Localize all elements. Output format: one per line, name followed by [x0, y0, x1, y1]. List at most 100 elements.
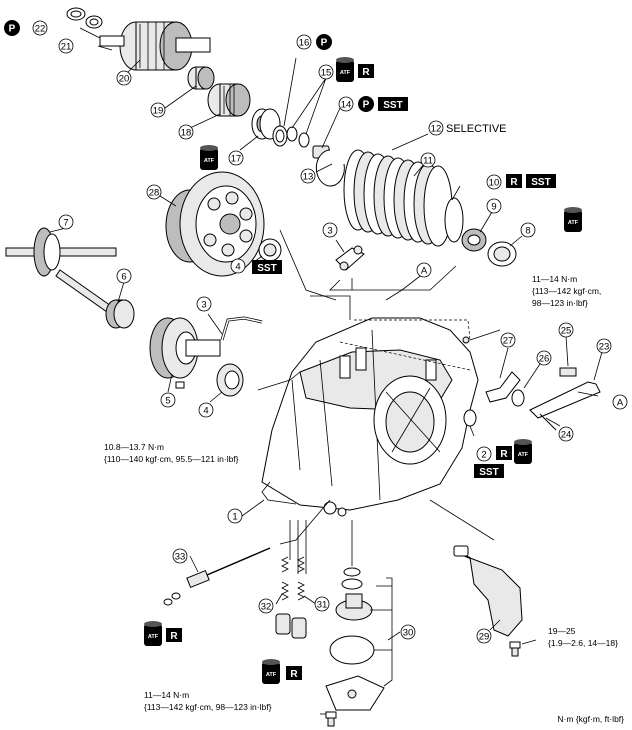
bolt-bottom-right: [509, 641, 521, 657]
svg-text:R: R: [170, 631, 178, 642]
svg-text:32: 32: [261, 602, 272, 613]
svg-text:11: 11: [423, 156, 433, 167]
svg-text:R: R: [500, 449, 508, 460]
bearing-9: [461, 228, 487, 252]
callout-27: 27: [500, 332, 516, 348]
gear-18: [207, 83, 251, 117]
callout-8: 8: [520, 222, 536, 238]
svg-text:9: 9: [491, 202, 496, 213]
callout-2: 2: [476, 446, 492, 462]
svg-text:ATF: ATF: [266, 672, 277, 678]
torque-right-line1: 19—25: [548, 626, 576, 636]
oil-pipe-3-lower: [220, 316, 263, 341]
p-badge-22: P: [4, 20, 20, 36]
callout-4-lower: 4: [198, 402, 214, 418]
torque-left-line2: {110—140 kgf·cm, 95.5—121 in·lbf}: [104, 454, 239, 464]
svg-text:23: 23: [599, 342, 610, 353]
callout-17: 17: [228, 150, 244, 166]
svg-text:ATF: ATF: [340, 70, 351, 76]
svg-text:A: A: [421, 266, 428, 277]
callout-26: 26: [536, 350, 552, 366]
differential-28: [165, 171, 265, 277]
snap-rings-21-22: [66, 7, 103, 29]
oil-pipe-3-upper: [335, 245, 365, 271]
svg-text:31: 31: [317, 600, 328, 611]
svg-text:12: 12: [431, 124, 442, 135]
ref-marker-a-upper: A: [416, 262, 432, 278]
svg-text:18: 18: [181, 128, 192, 139]
sst-badge-10: SST: [526, 174, 556, 188]
callout-3-upper: 3: [322, 222, 338, 238]
svg-text:24: 24: [561, 430, 572, 441]
svg-text:13: 13: [303, 172, 314, 183]
units-legend: N·m {kgf·m, ft·lbf}: [557, 714, 624, 724]
svg-text:R: R: [362, 67, 370, 78]
r-badge-10: R: [506, 174, 522, 188]
svg-text:1: 1: [232, 512, 237, 523]
callout-14: 14: [338, 96, 354, 112]
torque-left-line1: 10.8—13.7 N·m: [104, 442, 164, 452]
callout-29: 29: [476, 628, 492, 644]
svg-text:4: 4: [235, 262, 240, 273]
svg-text:SST: SST: [383, 100, 402, 111]
ref-marker-a-right: A: [612, 394, 628, 410]
callout-24: 24: [558, 426, 574, 442]
clutch-plates-11: [343, 149, 453, 247]
svg-text:20: 20: [119, 74, 130, 85]
sst-badge-2: SST: [474, 464, 504, 478]
svg-text:4: 4: [203, 406, 208, 417]
callout-22: 22: [32, 20, 48, 36]
manual-shaft-parts: [462, 336, 601, 431]
output-shaft-assembly: [99, 21, 211, 71]
svg-text:33: 33: [175, 552, 186, 563]
sensor-33: [163, 547, 271, 606]
callout-13: 13: [300, 168, 316, 184]
accumulator-30: [325, 567, 385, 711]
svg-text:28: 28: [149, 188, 160, 199]
svg-text:5: 5: [165, 396, 170, 407]
atf-can-33: ATF: [144, 621, 162, 646]
callout-4-upper: 4: [230, 258, 246, 274]
svg-text:26: 26: [539, 354, 550, 365]
callout-16: 16: [296, 34, 312, 50]
torque-top-line1: 11—14 N·m: [532, 274, 577, 284]
speed-sensor-29: [453, 545, 523, 637]
svg-text:15: 15: [321, 68, 332, 79]
p-badge-16: P: [316, 34, 332, 50]
snap-ring-13: [315, 149, 345, 187]
seal-8: [487, 241, 517, 267]
bolt-bottom: [325, 711, 337, 727]
callout-3-lower: 3: [196, 296, 212, 312]
callout-19: 19: [150, 102, 166, 118]
callout-11: 11: [420, 152, 436, 168]
valve-springs-32-31: [275, 556, 307, 639]
torque-right-line2: {1.9—2.6, 14—18}: [548, 638, 618, 648]
svg-text:29: 29: [479, 632, 490, 643]
bolt-left: [175, 381, 185, 389]
atf-can-8: ATF: [564, 207, 582, 232]
svg-text:19: 19: [153, 106, 164, 117]
callout-30: 30: [400, 624, 416, 640]
callout-9: 9: [486, 198, 502, 214]
svg-text:8: 8: [525, 226, 530, 237]
callout-7: 7: [58, 214, 74, 230]
transaxle-case: [261, 317, 479, 517]
atf-can-16: ATF: [336, 57, 354, 82]
callout-10: 10: [486, 174, 502, 190]
torque-bottom-line1: 11—14 N·m: [144, 690, 189, 700]
atf-can-30: ATF: [262, 659, 280, 684]
svg-text:ATF: ATF: [148, 634, 159, 640]
atf-can-2: ATF: [514, 439, 532, 464]
svg-text:SST: SST: [479, 467, 498, 478]
svg-text:3: 3: [327, 226, 332, 237]
svg-text:R: R: [290, 669, 298, 680]
r-badge-33: R: [166, 628, 182, 642]
svg-text:21: 21: [61, 42, 72, 53]
svg-text:10: 10: [489, 178, 500, 189]
sst-badge-14: SST: [378, 97, 408, 111]
oil-seal-4-top: [258, 238, 282, 262]
sst-badge-4: SST: [252, 260, 282, 274]
callout-23: 23: [596, 338, 612, 354]
svg-text:22: 22: [35, 24, 46, 35]
